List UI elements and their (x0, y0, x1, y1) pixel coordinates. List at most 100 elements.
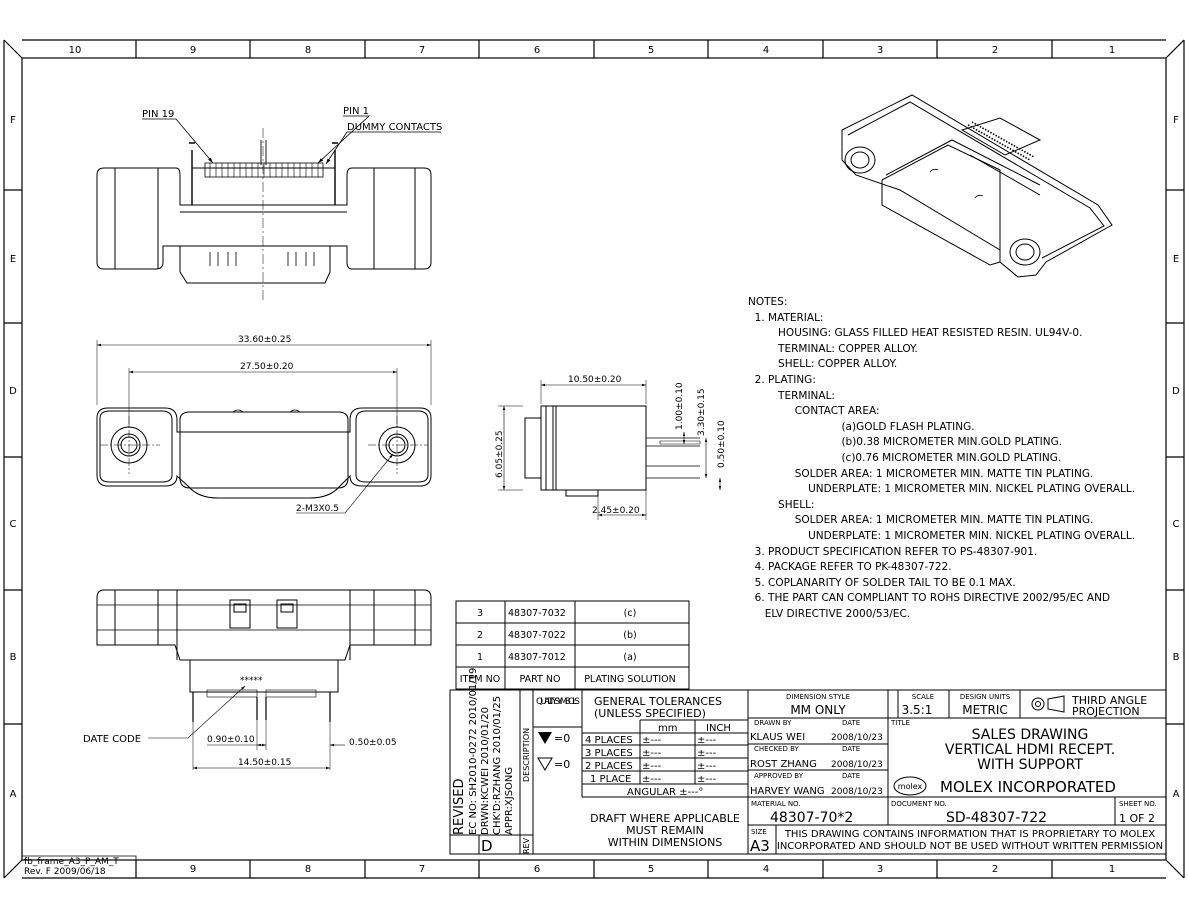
col-label-bottom: 9 (190, 864, 196, 875)
side-view-dims: 10.50±0.20 6.05±0.25 2.45±0.20 1.00±0.10… (495, 375, 727, 520)
table-cell: (a) (623, 652, 636, 663)
note-line: 2. PLATING: (748, 373, 816, 386)
inch-header: INCH (706, 723, 731, 734)
quality-sym-eq: =0 (554, 732, 570, 745)
top-view-dims: 33.60±0.25 27.50±0.20 2-M3X0.5 (96, 335, 432, 514)
drawing-title: WITH SUPPORT (977, 757, 1083, 773)
row-label: B (1173, 652, 1180, 663)
pin19-label: PIN 19 (142, 109, 174, 120)
date-marks: ***** (240, 676, 263, 686)
proprietary-line: THIS DRAWING CONTAINS INFORMATION THAT I… (784, 829, 1155, 840)
projection-icon (1031, 695, 1065, 713)
draft-line: WITHIN DIMENSIONS (608, 836, 723, 849)
table-cell: 3 (477, 608, 483, 619)
dim-1-00: 1.00±0.10 (675, 382, 685, 430)
table-cell: (c) (624, 608, 637, 619)
material-no-label: MATERIAL NO. (751, 800, 801, 808)
mm-header: mm (658, 723, 677, 734)
col-label-bottom: 2 (992, 864, 998, 875)
approved-date: 2008/10/23 (831, 787, 883, 797)
quality-symbols: QUALITY SYMBOLS (536, 697, 580, 707)
isometric-view (841, 94, 1113, 278)
date-label: DATE (842, 745, 860, 753)
note-line: SOLDER AREA: 1 MICROMETER MIN. MATTE TIN… (748, 514, 1094, 527)
dim-0-50b: 0.50±0.05 (349, 738, 397, 748)
approved-by-label: APPROVED BY (754, 772, 804, 780)
dim-height: 6.05±0.25 (495, 430, 505, 478)
tol-place: 2 PLACES (585, 761, 633, 772)
projection-text: PROJECTION (1072, 705, 1140, 718)
sheet-label: SHEET NO. (1119, 800, 1157, 808)
frame-id: fb_frame_A3_P_AM_T Rev. F 2009/06/18 (22, 855, 137, 878)
notes-heading: NOTES: (748, 296, 788, 308)
parts-table (455, 600, 690, 690)
note-line: ELV DIRECTIVE 2000/53/EC. (748, 607, 911, 620)
col-label: 2 (992, 45, 998, 56)
col-label: 9 (190, 45, 196, 56)
note-line: HOUSING: GLASS FILLED HEAT RESISTED RESI… (748, 327, 1083, 340)
tol-place: 1 PLACE (590, 774, 631, 785)
title-block-grid (449, 689, 1167, 855)
size-label: SIZE (751, 828, 767, 836)
row-label: E (1173, 254, 1179, 265)
tol-val: ±--- (697, 774, 717, 785)
note-line: UNDERPLATE: 1 MICROMETER MIN. NICKEL PLA… (748, 529, 1136, 542)
col-label-bottom: 7 (419, 864, 425, 875)
note-line: TERMINAL: COPPER ALLOY. (748, 342, 918, 355)
drawn-date: 2008/10/23 (831, 733, 883, 743)
row-label: E (10, 254, 16, 265)
approved-by: HARVEY WANG (750, 786, 825, 797)
quality-triangle-icon (538, 732, 552, 744)
note-line: 5. COPLANARITY OF SOLDER TAIL TO BE 0.1 … (748, 576, 1016, 589)
title-label: TITLE (890, 719, 910, 727)
row-label: B (10, 652, 17, 663)
table-header: PLATING SOLUTION (584, 674, 676, 685)
checked-by: ROST ZHANG (750, 759, 817, 770)
document-no-label: DOCUMENT NO. (891, 800, 947, 808)
rev-history: CHK'D:RZHANG 2010/01/25 (492, 696, 503, 835)
dummy-contacts-label: DUMMY CONTACTS (347, 122, 442, 133)
note-line: (a)GOLD FLASH PLATING. (748, 420, 975, 433)
dim-overall: 33.60±0.25 (238, 335, 291, 345)
col-label: 6 (534, 45, 540, 56)
checked-date: 2008/10/23 (831, 760, 883, 770)
drawn-by-label: DRAWN BY (754, 719, 792, 727)
document-no: SD-48307-722 (946, 810, 1047, 826)
svg-text:molex: molex (898, 782, 923, 791)
row-label: D (9, 386, 17, 397)
table-cell: 2 (477, 630, 483, 641)
dim-14-50: 14.50±0.15 (238, 758, 291, 768)
top-view (96, 407, 432, 499)
company-name: MOLEX INCORPORATED (940, 778, 1116, 796)
scale-value: 3.5:1 (902, 703, 933, 717)
note-line: SOLDER AREA: 1 MICROMETER MIN. MATTE TIN… (748, 467, 1094, 480)
table-cell: 48307-7012 (508, 652, 566, 663)
general-tol-subtitle: (UNLESS SPECIFIED) (594, 707, 706, 720)
dim-style-label: DIMENSION STYLE (786, 693, 850, 701)
dim-3-30: 3.30±0.15 (697, 388, 707, 436)
description-label: DESCRIPTION (522, 728, 531, 782)
table-header: ITEM NO (460, 674, 500, 685)
design-units-label: DESIGN UNITS (960, 693, 1011, 701)
date-code-label: DATE CODE (83, 734, 141, 745)
notes-block: NOTES: 1. MATERIAL: HOUSING: GLASS FILLE… (748, 295, 1135, 622)
screw-callout: 2-M3X0.5 (296, 504, 339, 514)
tol-val: ±--- (642, 774, 662, 785)
checked-by-label: CHECKED BY (754, 745, 800, 753)
col-label: 3 (877, 45, 883, 56)
front-callouts: PIN 19 PIN 1 DUMMY CONTACTS (142, 106, 442, 164)
table-cell: 48307-7032 (508, 608, 566, 619)
front-view (96, 128, 432, 300)
tol-val: ±--- (642, 748, 662, 759)
drawing-title: VERTICAL HDMI RECEPT. (945, 742, 1115, 758)
quality-sym-eq: =0 (554, 758, 570, 771)
zone-labels: 10 9 8 7 6 5 4 3 2 1 9 8 7 6 5 4 3 2 1 F… (9, 45, 1180, 875)
tol-place: 3 PLACES (585, 748, 633, 759)
tol-val: ±--- (697, 761, 717, 772)
dim-depth: 10.50±0.20 (568, 375, 622, 385)
row-label: C (10, 519, 17, 530)
row-label: F (10, 115, 16, 126)
note-line: (b)0.38 MICROMETER MIN.GOLD PLATING. (748, 436, 1063, 449)
molex-logo-icon: molex (893, 776, 927, 796)
